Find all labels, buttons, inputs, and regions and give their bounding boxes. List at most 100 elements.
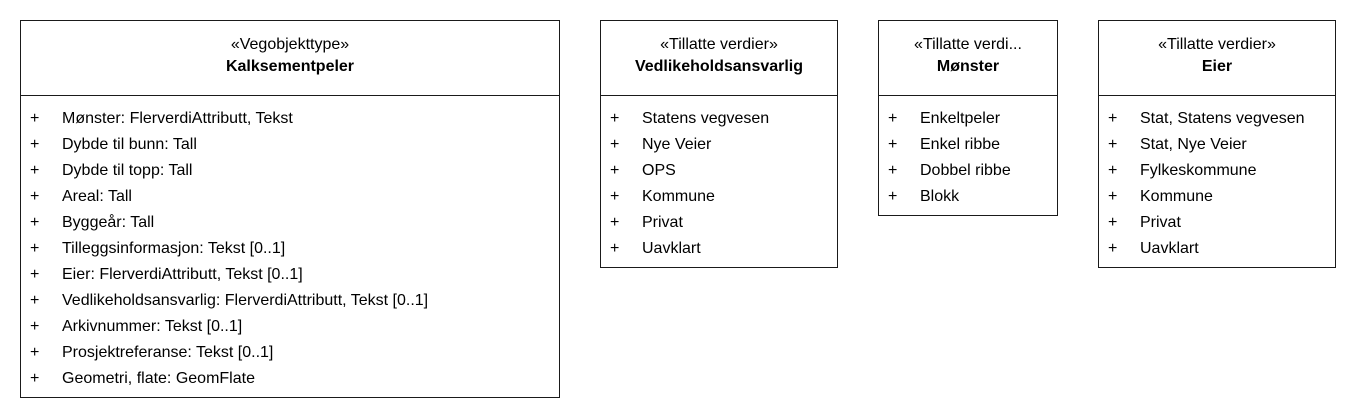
value-row: + Blokk (879, 184, 1057, 210)
visibility-marker: + (610, 162, 620, 179)
visibility-marker: + (30, 370, 40, 387)
value-row: + Stat, Nye Veier (1099, 132, 1335, 158)
visibility-marker: + (30, 136, 40, 153)
attribute-row: + Eier: FlerverdiAttributt, Tekst [0..1] (21, 262, 559, 288)
attribute-text: Arkivnummer: Tekst [0..1] (62, 318, 243, 335)
attribute-text: Dybde til bunn: Tall (62, 136, 197, 153)
stereotype: «Tillatte verdier» (660, 36, 778, 53)
visibility-marker: + (610, 136, 620, 153)
visibility-marker: + (30, 344, 40, 361)
visibility-marker: + (30, 240, 40, 257)
attribute-text: Prosjektreferanse: Tekst [0..1] (62, 344, 274, 361)
attribute-row: + Areal: Tall (21, 184, 559, 210)
class-header: «Tillatte verdier» Vedlikeholdsansvarlig (601, 21, 837, 96)
visibility-marker: + (610, 188, 620, 205)
visibility-marker: + (1108, 214, 1118, 231)
attribute-text: Byggeår: Tall (62, 214, 155, 231)
visibility-marker: + (888, 136, 898, 153)
value-text: Blokk (920, 188, 960, 205)
value-text: Stat, Nye Veier (1140, 136, 1247, 153)
value-row: + OPS (601, 158, 837, 184)
visibility-marker: + (888, 110, 898, 127)
visibility-marker: + (30, 188, 40, 205)
attribute-text: Areal: Tall (62, 188, 132, 205)
stereotype: «Tillatte verdier» (1158, 36, 1276, 53)
attribute-list: + Mønster: FlerverdiAttributt, Tekst + Dyb… (21, 96, 559, 392)
value-text: Privat (1140, 214, 1181, 231)
value-row: + Uavklart (601, 236, 837, 262)
value-row: + Fylkeskommune (1099, 158, 1335, 184)
value-text: Stat, Statens vegvesen (1140, 110, 1305, 127)
attribute-row: + Arkivnummer: Tekst [0..1] (21, 314, 559, 340)
visibility-marker: + (888, 188, 898, 205)
value-row: + Nye Veier (601, 132, 837, 158)
attribute-row: + Tilleggsinformasjon: Tekst [0..1] (21, 236, 559, 262)
attribute-row: + Mønster: FlerverdiAttributt, Tekst (21, 106, 559, 132)
value-text: Uavklart (1140, 240, 1199, 257)
value-text: Statens vegvesen (642, 110, 770, 127)
visibility-marker: + (30, 162, 40, 179)
value-text: Kommune (642, 188, 715, 205)
value-row: + Privat (601, 210, 837, 236)
value-row: + Kommune (601, 184, 837, 210)
attribute-row: + Prosjektreferanse: Tekst [0..1] (21, 340, 559, 366)
attribute-text: Geometri, flate: GeomFlate (62, 370, 255, 387)
value-text: Fylkeskommune (1140, 162, 1257, 179)
visibility-marker: + (610, 240, 620, 257)
visibility-marker: + (1108, 110, 1118, 127)
class-eier[interactable]: «Tillatte verdier» Eier + Stat, Statens v… (1098, 20, 1336, 268)
attribute-text: Mønster: FlerverdiAttributt, Tekst (62, 110, 293, 127)
visibility-marker: + (30, 214, 40, 231)
value-list: + Statens vegvesen + Nye Veier + OPS + Kommu… (601, 96, 837, 262)
attribute-text: Dybde til topp: Tall (62, 162, 193, 179)
value-row: + Uavklart (1099, 236, 1335, 262)
value-list: +Enkeltpeler +Enkel ribbe +Dobbel ribbe … (879, 96, 1057, 210)
value-text: OPS (642, 162, 676, 179)
value-text: Nye Veier (642, 136, 712, 153)
visibility-marker: + (1108, 188, 1118, 205)
class-monster[interactable]: «Tillatte verdi... Mønster +Enkeltpeler … (878, 20, 1058, 216)
attribute-row: + Geometri, flate: GeomFlate (21, 366, 559, 392)
visibility-marker: + (30, 292, 40, 309)
stereotype: «Vegobjekttype» (230, 36, 350, 53)
attribute-row: + Byggeår: Tall (21, 210, 559, 236)
value-row: + Enkel ribbe (879, 132, 1057, 158)
visibility-marker: + (30, 266, 40, 283)
visibility-marker: + (610, 110, 620, 127)
class-header: «Tillatte verdi... Mønster (879, 21, 1057, 96)
value-text: Enkeltpeler (920, 110, 1001, 127)
value-row: + Enkeltpeler (879, 106, 1057, 132)
visibility-marker: + (888, 162, 898, 179)
attribute-row: + Vedlikeholdsansvarlig: FlerverdiAttribu… (21, 288, 559, 314)
attribute-text: Tilleggsinformasjon: Tekst [0..1] (62, 240, 286, 257)
visibility-marker: + (610, 214, 620, 231)
value-list: + Stat, Statens vegvesen + Stat, Nye Veier… (1099, 96, 1335, 262)
class-vedlikeholdsansvarlig[interactable]: «Tillatte verdier» Vedlikeholdsansvarlig… (600, 20, 838, 268)
visibility-marker: + (1108, 162, 1118, 179)
value-row: + Dobbel ribbe (879, 158, 1057, 184)
value-text: Privat (642, 214, 683, 231)
value-text: Enkel ribbe (920, 136, 1001, 153)
attribute-row: + Dybde til topp: Tall (21, 158, 559, 184)
value-row: + Kommune (1099, 184, 1335, 210)
value-row: + Statens vegvesen (601, 106, 837, 132)
value-row: + Privat (1099, 210, 1335, 236)
attribute-text: Vedlikeholdsansvarlig: FlerverdiAttribut… (62, 292, 429, 309)
class-header: «Vegobjekttype» Kalksementpeler (21, 21, 559, 96)
visibility-marker: + (30, 110, 40, 127)
attribute-text: Eier: FlerverdiAttributt, Tekst [0..1] (62, 266, 303, 283)
value-text: Uavklart (642, 240, 701, 257)
attribute-row: + Dybde til bunn: Tall (21, 132, 559, 158)
value-text: Dobbel ribbe (920, 162, 1011, 179)
value-row: + Stat, Statens vegvesen (1099, 106, 1335, 132)
class-name: Vedlikeholdsansvarlig (634, 58, 804, 75)
visibility-marker: + (1108, 240, 1118, 257)
class-kalksementpeler[interactable]: «Vegobjekttype» Kalksementpeler + Mønster… (20, 20, 560, 398)
visibility-marker: + (30, 318, 40, 335)
class-header: «Tillatte verdier» Eier (1099, 21, 1335, 96)
class-name: Mønster (936, 58, 1000, 75)
stereotype: «Tillatte verdi... (914, 36, 1022, 53)
class-name: Kalksementpeler (225, 58, 355, 75)
value-text: Kommune (1140, 188, 1213, 205)
visibility-marker: + (1108, 136, 1118, 153)
